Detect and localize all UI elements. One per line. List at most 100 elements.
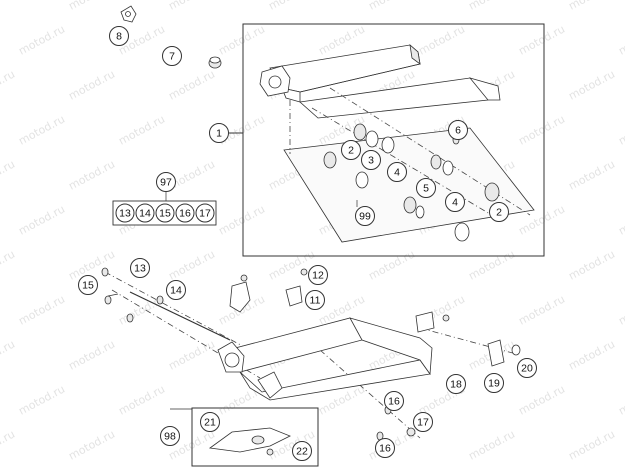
watermark-text: motod.ru <box>616 292 625 327</box>
callout-circle <box>308 265 328 285</box>
callout-number: 4 <box>452 197 458 209</box>
watermark-text: motod.ru <box>0 337 17 372</box>
callout-circle <box>446 374 466 394</box>
callout-number: 98 <box>164 431 176 443</box>
watermark-text: motod.ru <box>616 22 625 57</box>
callout-2: 2 <box>341 140 361 160</box>
kit-97-item-17: 17 <box>195 203 215 223</box>
callout-number: 22 <box>296 446 308 458</box>
small-parts-top-left <box>120 5 222 69</box>
callout-99: 99 <box>355 206 375 226</box>
watermark-text: motod.ru <box>516 382 567 417</box>
callout-number: 3 <box>368 155 374 167</box>
watermark-text: motod.ru <box>16 382 67 417</box>
callout-number: 15 <box>82 280 94 292</box>
callout-number: 14 <box>139 208 151 220</box>
callout-number: 20 <box>521 363 533 375</box>
callout-number: 1 <box>216 128 222 140</box>
watermark-text: motod.ru <box>0 0 17 13</box>
callout-15: 15 <box>78 275 98 295</box>
watermark-text: motod.ru <box>466 0 517 13</box>
callout-12: 12 <box>308 265 328 285</box>
swingarm-upper-drawing <box>259 43 535 243</box>
callout-6: 6 <box>448 120 468 140</box>
callout-number: 13 <box>134 263 146 275</box>
watermark-text: motod.ru <box>16 22 67 57</box>
callout-circle <box>200 412 220 432</box>
callout-18: 18 <box>446 374 466 394</box>
callout-circle <box>292 441 312 461</box>
callout-number: 12 <box>312 270 324 282</box>
watermark-text: motod.ru <box>66 427 117 462</box>
callout-circle <box>166 280 186 300</box>
callout-circle <box>135 203 155 223</box>
callout-16: 16 <box>384 391 404 411</box>
callout-2: 2 <box>489 202 509 222</box>
kit-97-item-13: 13 <box>115 203 135 223</box>
callout-7: 7 <box>162 46 182 66</box>
watermark-text: motod.ru <box>566 157 617 192</box>
callout-circle <box>115 203 135 223</box>
callout-circle <box>341 140 361 160</box>
callout-number: 8 <box>116 31 122 43</box>
watermark-text: motod.ru <box>466 427 517 462</box>
callout-5: 5 <box>416 178 436 198</box>
callout-3: 3 <box>361 150 381 170</box>
callout-circle <box>484 373 504 393</box>
callout-circle <box>384 391 404 411</box>
callout-4: 4 <box>445 192 465 212</box>
callout-number: 2 <box>496 207 502 219</box>
callout-8: 8 <box>109 26 129 46</box>
callout-circle <box>162 46 182 66</box>
watermark-text: motod.ru <box>616 202 625 237</box>
watermark-text: motod.ru <box>366 0 417 13</box>
callout-20: 20 <box>517 358 537 378</box>
watermark-text: motod.ru <box>66 67 117 102</box>
callout-11: 11 <box>305 290 325 310</box>
callout-circle <box>445 192 465 212</box>
watermark-text: motod.ru <box>66 0 117 13</box>
callout-number: 4 <box>394 167 400 179</box>
callout-22: 22 <box>292 441 312 461</box>
callout-circle <box>78 275 98 295</box>
callout-14: 14 <box>166 280 186 300</box>
callout-number: 17 <box>417 417 429 429</box>
bearing-parts <box>323 123 500 242</box>
callout-number: 16 <box>379 443 391 455</box>
callout-circle <box>155 203 175 223</box>
callout-number: 18 <box>450 379 462 391</box>
callout-number: 19 <box>488 378 500 390</box>
chain-guide-drawing <box>208 427 291 456</box>
callout-circle <box>448 120 468 140</box>
watermark-text: motod.ru <box>566 0 617 13</box>
watermark-text: motod.ru <box>616 382 625 417</box>
watermark-text: motod.ru <box>216 382 267 417</box>
watermark-text: motod.ru <box>316 22 367 57</box>
watermark-text: motod.ru <box>516 22 567 57</box>
callout-circle <box>489 202 509 222</box>
callout-number: 99 <box>359 211 371 223</box>
callout-circle <box>209 123 229 143</box>
watermark-text: motod.ru <box>516 112 567 147</box>
callout-circle <box>361 150 381 170</box>
callout-number: 7 <box>169 51 175 63</box>
callout-21: 21 <box>200 412 220 432</box>
callout-circle <box>517 358 537 378</box>
callout-17: 17 <box>413 412 433 432</box>
watermark-text: motod.ru <box>116 382 167 417</box>
callout-4: 4 <box>387 162 407 182</box>
callout-number: 16 <box>388 396 400 408</box>
watermark-text: motod.ru <box>516 292 567 327</box>
watermark-text: motod.ru <box>166 247 217 282</box>
watermark-text: motod.ru <box>0 157 17 192</box>
watermark-text: motod.ru <box>66 157 117 192</box>
callout-number: 11 <box>310 295 321 307</box>
watermark-text: motod.ru <box>566 337 617 372</box>
callout-16: 16 <box>375 438 395 458</box>
callout-circle <box>387 162 407 182</box>
watermark-text: motod.ru <box>0 427 17 462</box>
callout-number: 15 <box>159 208 171 220</box>
watermark-text: motod.ru <box>466 247 517 282</box>
callout-97: 97 <box>156 172 176 192</box>
